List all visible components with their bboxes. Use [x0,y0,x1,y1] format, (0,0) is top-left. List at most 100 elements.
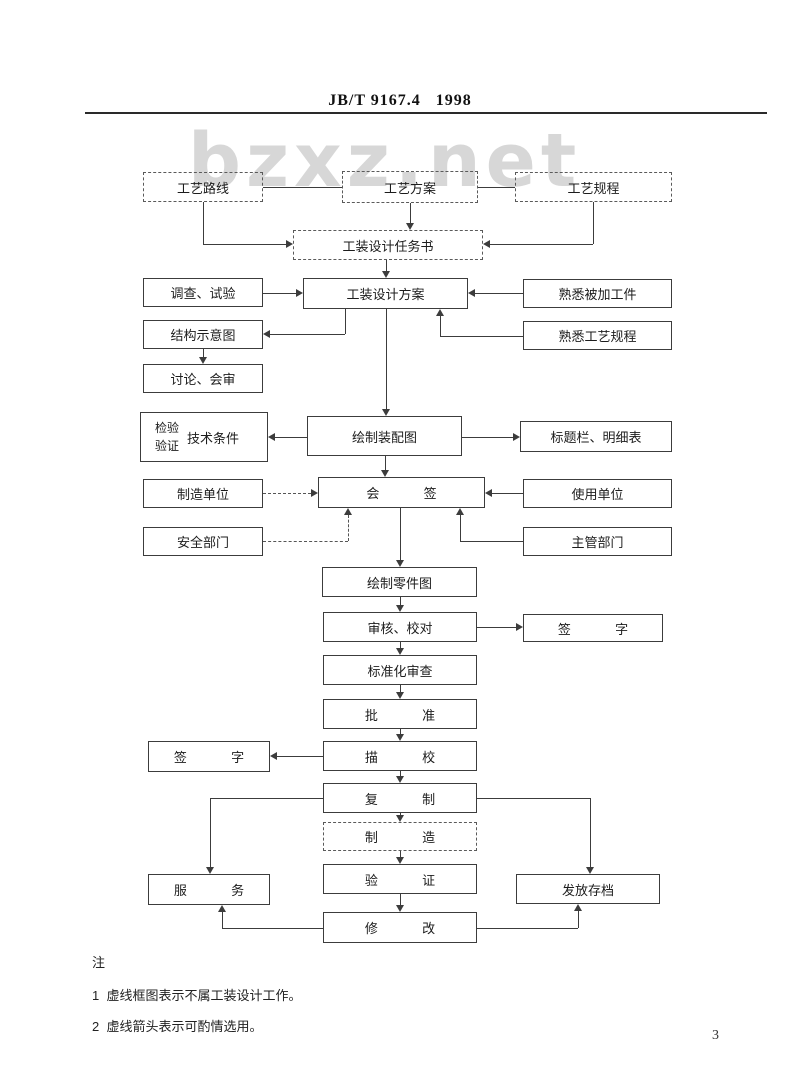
flow-node-issue-archive: 发放存档 [516,874,660,904]
arrowhead-down [396,857,404,864]
arrowhead-down [382,409,390,416]
flow-line [222,928,323,929]
arrowhead-down [396,605,404,612]
flow-node-process-plan: 工艺方案 [342,171,478,203]
flow-line [400,851,401,857]
arrowhead-left [268,433,275,441]
inspection-line1: 检验 [155,421,180,435]
flow-node-assembly-drawing: 绘制装配图 [307,416,462,456]
arrowhead-down [406,223,414,230]
flow-line-dashed [263,493,311,494]
flow-node-countersign: 会签 [318,477,485,508]
flow-node-know-regulation: 熟悉工艺规程 [523,321,672,350]
flow-node-manufacture: 制造 [323,822,477,851]
flow-line [410,203,411,223]
flow-node-sign-left: 签字 [148,741,270,772]
arrowhead-down [396,734,404,741]
flow-node-survey-test: 调查、试验 [143,278,263,307]
flow-node-sign-right: 签字 [523,614,663,642]
flow-line-dashed [263,541,348,542]
flow-node-user-unit: 使用单位 [523,479,672,508]
trace-check-label: 描校 [364,749,480,765]
flow-line [203,202,204,244]
inspection-line2: 验证 [155,439,180,453]
flow-line [440,316,441,336]
arrowhead-down [586,867,594,874]
flow-line [475,293,523,294]
flow-line [210,798,323,799]
flow-line [400,685,401,692]
flow-line [400,729,401,734]
header-rule [85,112,767,114]
flow-line [203,244,286,245]
flow-line [263,187,342,188]
flow-node-safety-dept: 安全部门 [143,527,263,556]
flow-line [275,437,307,438]
arrowhead-left [485,489,492,497]
notes-block: 注 1 虚线框图表示不属工装设计工作。 2 虚线箭头表示可酌情选用。 [92,952,301,1047]
flow-line [460,541,523,542]
note-item: 2 虚线箭头表示可酌情选用。 [92,1019,263,1034]
arrowhead-down [206,867,214,874]
arrowhead-up [436,309,444,316]
flow-node-design-scheme: 工装设计方案 [303,278,468,309]
flow-node-know-workpiece: 熟悉被加工件 [523,279,672,308]
arrowhead-left [263,330,270,338]
watermark: bzxz.net [188,118,582,204]
flow-line [400,771,401,776]
flow-line [477,798,590,799]
flow-node-structure-sketch: 结构示意图 [143,320,263,349]
arrowhead-down [396,776,404,783]
modify-label: 修改 [364,921,480,936]
flow-node-review-proofread: 审核、校对 [323,612,477,642]
flow-line [385,456,386,470]
flow-line [400,894,401,905]
flow-line [400,597,401,605]
flow-line [478,187,515,188]
page-number: 3 [712,1028,719,1043]
flow-node-manufacturer-unit: 制造单位 [143,479,263,508]
arrowhead-right [286,240,293,248]
arrowhead-up [574,904,582,911]
flow-node-task-sheet: 工装设计任务书 [293,230,483,260]
copy-label: 复制 [364,791,480,807]
arrowhead-down [396,648,404,655]
flow-line [386,309,387,409]
flow-node-title-block: 标题栏、明细表 [520,421,672,452]
flow-line [440,336,523,337]
flow-node-standardization-review: 标准化审查 [323,655,477,685]
arrowhead-left [270,752,277,760]
notes-label: 注 [92,955,106,970]
manufacture-label: 制造 [364,830,480,845]
flow-line [270,334,345,335]
flow-line [400,508,401,560]
flow-node-inspection-tech-conditions: 检验 验证 技术条件 [140,412,268,462]
service-label: 服务 [173,883,289,898]
verify-label: 验证 [364,872,480,888]
flow-node-trace-check: 描校 [323,741,477,771]
flow-line [386,260,387,271]
flow-node-service: 服务 [148,874,270,905]
sign-left-label: 签字 [173,750,289,765]
arrowhead-right [516,623,523,631]
inspection-left-column: 检验 验证 [155,419,179,455]
flow-node-approve: 批准 [323,699,477,729]
flow-node-process-regulation: 工艺规程 [515,172,672,202]
flow-line [263,293,296,294]
flow-node-copy: 复制 [323,783,477,813]
arrowhead-up [456,508,464,515]
countersign-label: 会签 [366,486,481,501]
note-item: 1 虚线框图表示不属工装设计工作。 [92,988,302,1003]
standard-number-header: JB/T 9167.4 1998 [328,92,472,109]
flow-line [462,437,513,438]
arrowhead-up [218,905,226,912]
flow-line [578,911,579,928]
arrowhead-down [382,271,390,278]
flow-node-part-drawing: 绘制零件图 [322,567,477,597]
sign-right-label: 签字 [557,621,673,637]
flow-line [277,756,323,757]
flow-line [400,642,401,648]
arrowhead-right [296,289,303,297]
flow-node-supervisor-dept: 主管部门 [523,527,672,556]
